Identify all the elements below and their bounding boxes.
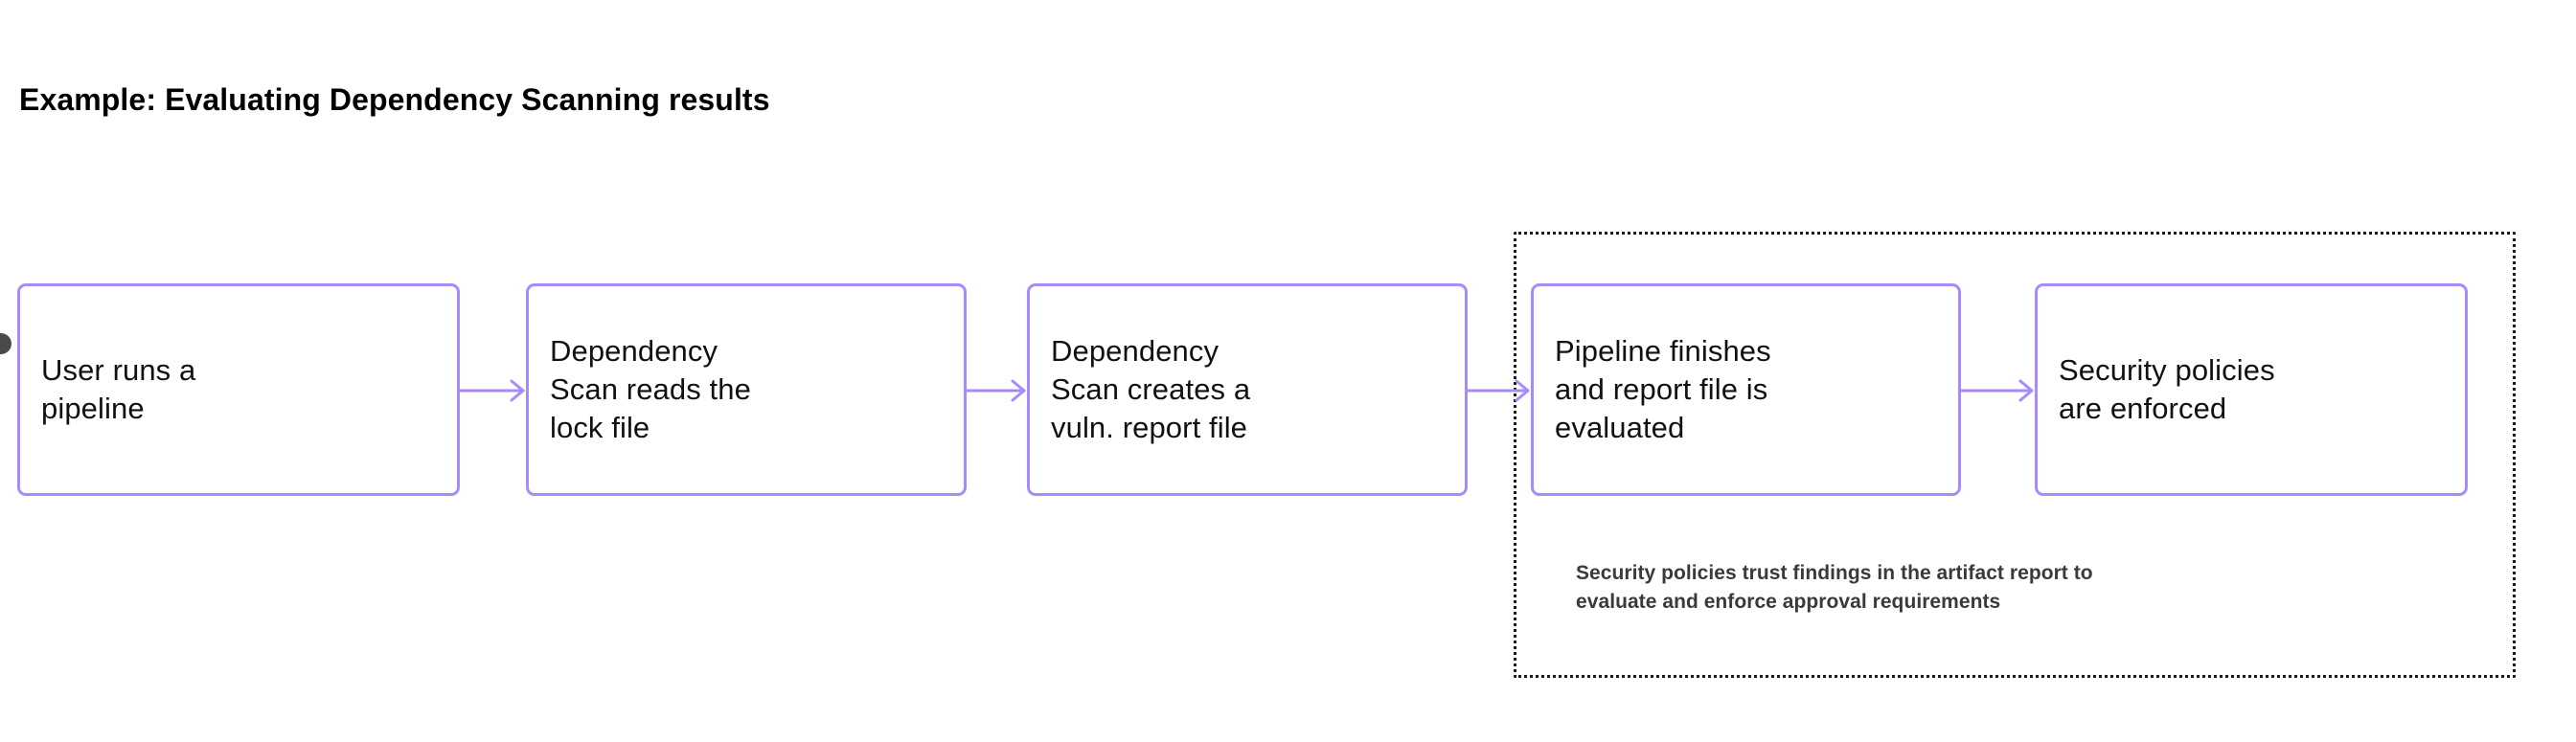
diagram-title: Example: Evaluating Dependency Scanning … xyxy=(19,82,770,117)
arrow-right-icon xyxy=(1466,379,1530,402)
flow-connector-arrow-3 xyxy=(1466,375,1534,406)
flow-node-scan-reads-lockfile[interactable]: Dependency Scan reads the lock file xyxy=(526,283,967,496)
flow-node-pipeline-evaluated[interactable]: Pipeline finishes and report file is eva… xyxy=(1531,283,1961,496)
flow-node-user-runs-pipeline[interactable]: User runs a pipeline xyxy=(17,283,460,496)
group-caption: Security policies trust findings in the … xyxy=(1576,562,2093,613)
flow-node-label: User runs a pipeline xyxy=(41,352,196,425)
flow-connector-arrow-4 xyxy=(1959,375,2038,406)
flow-connector-arrow-2 xyxy=(965,375,1030,406)
flow-node-label: Dependency Scan creates a vuln. report f… xyxy=(1051,333,1251,445)
flow-node-label: Security policies are enforced xyxy=(2059,352,2275,425)
arrow-right-icon xyxy=(965,379,1026,402)
flow-node-label: Dependency Scan reads the lock file xyxy=(550,333,751,445)
arrow-right-icon xyxy=(458,379,525,402)
arrow-right-icon xyxy=(1959,379,2034,402)
flow-node-label: Pipeline finishes and report file is eva… xyxy=(1555,333,1771,445)
flow-start-marker xyxy=(0,333,11,354)
flow-connector-arrow-1 xyxy=(458,375,529,406)
group-container-security-policies xyxy=(1514,232,2516,678)
flow-node-scan-creates-report[interactable]: Dependency Scan creates a vuln. report f… xyxy=(1027,283,1468,496)
flow-node-policies-enforced[interactable]: Security policies are enforced xyxy=(2035,283,2468,496)
